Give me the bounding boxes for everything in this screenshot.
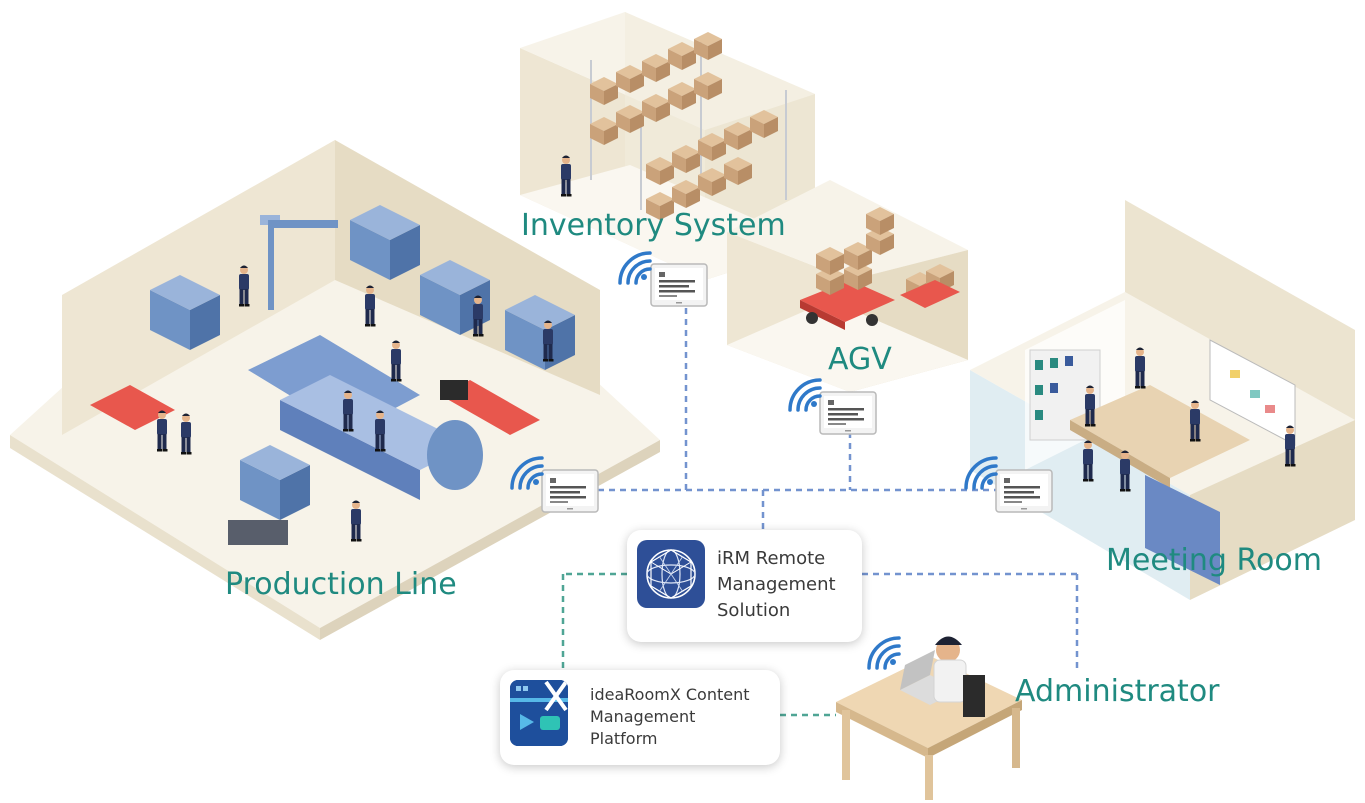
connection-lines [561, 308, 1079, 717]
agv-room [727, 180, 968, 392]
zone-label-inventory: Inventory System [521, 208, 786, 243]
production-room [10, 140, 660, 640]
irm-card-title: iRM Remote Management Solution [717, 548, 836, 621]
idearoomx-app-icon [510, 680, 568, 746]
administrator-desk [836, 636, 1022, 800]
meeting-room [970, 200, 1355, 600]
irm-solution-card[interactable]: iRM Remote Management Solution [627, 530, 862, 642]
zone-label-agv: AGV [828, 342, 892, 377]
idearoomx-platform-card[interactable]: ideaRoomX Content Management Platform [500, 670, 780, 765]
zone-label-production: Production Line [225, 567, 457, 602]
globe-network-icon [637, 540, 705, 608]
zone-label-meeting: Meeting Room [1106, 543, 1322, 578]
idearoomx-card-title: ideaRoomX Content Management Platform [590, 685, 750, 748]
administrator-label: Administrator [1015, 674, 1220, 709]
